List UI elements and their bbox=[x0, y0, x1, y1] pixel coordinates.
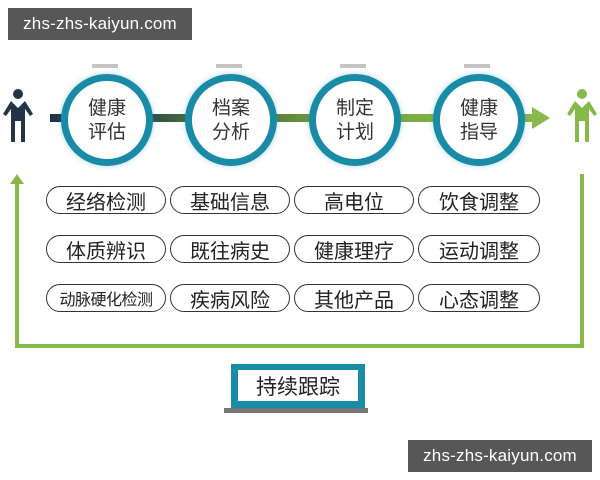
pill-label: 健康理疗 bbox=[314, 238, 394, 263]
tracking-label: 持续跟踪 bbox=[238, 370, 358, 401]
step-label-line2: 评估 bbox=[87, 121, 126, 143]
step-label-line2: 分析 bbox=[211, 121, 250, 143]
flow-line-2 bbox=[272, 114, 316, 122]
service-high-potential: 高电位 bbox=[294, 186, 414, 214]
service-health-therapy: 健康理疗 bbox=[294, 235, 414, 263]
pill-label: 体质辨识 bbox=[66, 238, 146, 263]
step-health-guidance: 健康 指导 bbox=[433, 74, 525, 166]
loop-bottom-line bbox=[15, 344, 584, 348]
service-mental-adjust: 心态调整 bbox=[418, 284, 540, 312]
step-label-line1: 档案 bbox=[211, 97, 250, 119]
watermark-bottom: zhs-zhs-kaiyun.com bbox=[408, 440, 592, 472]
service-exercise-adjust: 运动调整 bbox=[418, 235, 540, 263]
pill-label: 经络检测 bbox=[66, 189, 146, 214]
circle-tab bbox=[464, 64, 490, 68]
circle-tab bbox=[92, 64, 118, 68]
watermark-top: zhs-zhs-kaiyun.com bbox=[8, 8, 192, 40]
service-constitution-id: 体质辨识 bbox=[46, 235, 166, 263]
pill-label: 其他产品 bbox=[314, 287, 394, 312]
step-record-analysis: 档案 分析 bbox=[185, 74, 277, 166]
pill-label: 高电位 bbox=[324, 189, 384, 214]
service-basic-info: 基础信息 bbox=[170, 186, 290, 214]
circle-tab bbox=[216, 64, 242, 68]
loop-right-line bbox=[580, 174, 584, 348]
pill-label: 运动调整 bbox=[439, 238, 519, 263]
arrow-up-icon bbox=[10, 174, 24, 184]
person-end-icon bbox=[567, 89, 597, 142]
person-start-icon bbox=[3, 89, 33, 142]
service-disease-risk: 疾病风险 bbox=[170, 284, 290, 312]
step-label-line2: 计划 bbox=[335, 121, 374, 143]
arrow-right-icon bbox=[532, 107, 550, 129]
pill-label: 基础信息 bbox=[190, 189, 270, 214]
service-diet-adjust: 饮食调整 bbox=[418, 186, 540, 214]
pill-label: 饮食调整 bbox=[439, 189, 519, 214]
loop-left-line bbox=[15, 182, 19, 348]
service-meridian-test: 经络检测 bbox=[46, 186, 166, 214]
tracking-shadow bbox=[224, 408, 368, 413]
flow-line-3 bbox=[396, 114, 440, 122]
pill-label: 心态调整 bbox=[439, 287, 519, 312]
pill-label: 动脉硬化检测 bbox=[59, 290, 153, 309]
service-other-products: 其他产品 bbox=[294, 284, 414, 312]
flow-line-start bbox=[50, 114, 68, 122]
service-arteriosclerosis-test: 动脉硬化检测 bbox=[46, 284, 166, 312]
tracking-box: 持续跟踪 bbox=[231, 364, 365, 408]
pill-label: 既往病史 bbox=[190, 238, 270, 263]
step-label-line1: 健康 bbox=[87, 97, 126, 119]
step-make-plan: 制定 计划 bbox=[309, 74, 401, 166]
step-label-line1: 制定 bbox=[335, 97, 374, 119]
service-medical-history: 既往病史 bbox=[170, 235, 290, 263]
step-label-line2: 指导 bbox=[459, 121, 498, 143]
pill-label: 疾病风险 bbox=[190, 287, 270, 312]
step-label-line1: 健康 bbox=[459, 97, 498, 119]
flow-line-1 bbox=[148, 114, 192, 122]
step-health-assessment: 健康 评估 bbox=[61, 74, 153, 166]
flow-line-end bbox=[520, 114, 534, 122]
circle-tab bbox=[340, 64, 366, 68]
